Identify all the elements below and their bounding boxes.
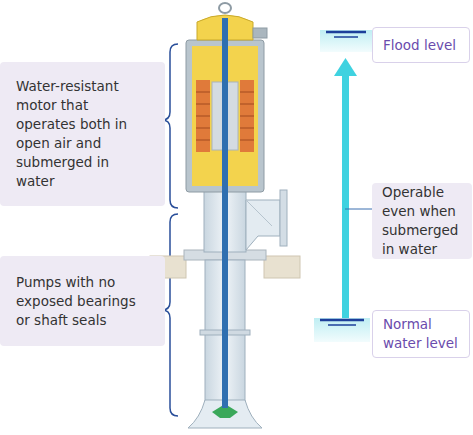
base-block: [264, 256, 300, 278]
callout-text: Water-resistant motor that operates both…: [16, 77, 149, 191]
terminal-box: [253, 28, 267, 38]
pump-shaft: [222, 18, 228, 408]
water-line: [328, 324, 356, 326]
callout-box: Operable even when submerged in water: [372, 183, 472, 259]
rise-arrow-head: [334, 58, 357, 76]
elbow-line: [246, 200, 272, 226]
callout-box: Water-resistant motor that operates both…: [0, 62, 165, 206]
discharge-elbow: [246, 200, 280, 250]
discharge-flange: [280, 190, 287, 246]
callout-box: Normal water level: [372, 310, 470, 358]
callout-text: Operable even when submerged in water: [382, 183, 462, 259]
water-line: [334, 36, 358, 38]
callout-box: Pumps with no exposed bearings or shaft …: [0, 256, 165, 346]
callout-text: Flood level: [383, 36, 459, 55]
rise-arrow-shaft: [342, 74, 349, 318]
leader-line: [345, 209, 372, 210]
callout-box: Flood level: [372, 27, 470, 63]
water-surface: [314, 318, 370, 342]
water-line: [326, 31, 366, 34]
callout-text: Pumps with no exposed bearings or shaft …: [16, 273, 149, 330]
lifting-eye: [219, 3, 231, 13]
callout-text: Normal water level: [383, 315, 459, 353]
water-surface: [320, 30, 372, 52]
water-line: [320, 319, 364, 322]
